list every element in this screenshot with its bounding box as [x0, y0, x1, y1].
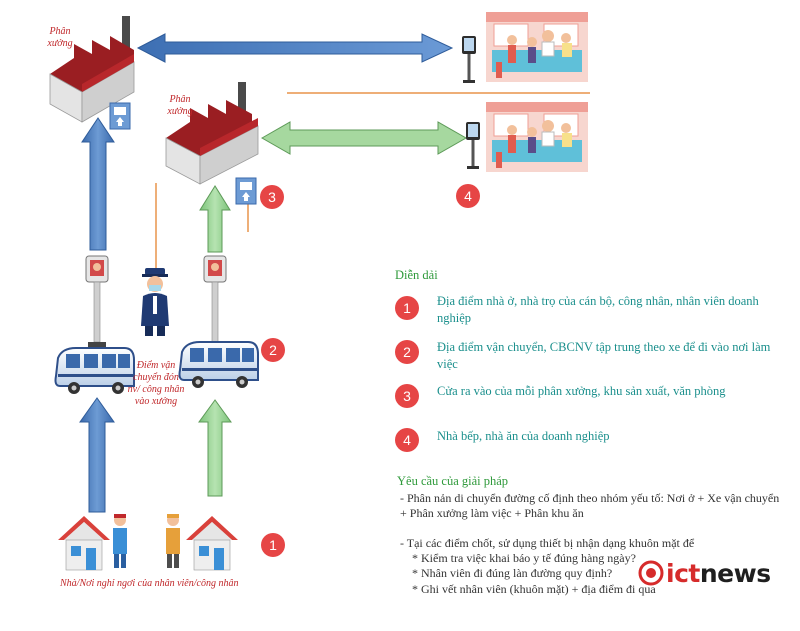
security-guard-icon [141, 268, 169, 336]
double-arrow-blue-top [136, 33, 454, 63]
requirements-title: Yêu cầu của giải pháp [397, 474, 509, 488]
bus-icon [54, 347, 135, 394]
step-badge-3: 3 [260, 185, 284, 209]
factory-icon [49, 16, 135, 123]
legend-badge-3: 3 [395, 384, 419, 408]
legend-item-1-text: Địa điểm nhà ở, nhà trọ của cán bộ, công… [437, 294, 759, 325]
arrow-up-green-lower [198, 399, 232, 497]
ictnews-logo-icon [638, 560, 664, 586]
pickup-point-label: Điểm vận chuyển đón nv/ công nhân vào xư… [127, 360, 185, 407]
requirements-bullet-2: * Nhân viên đi đúng làn đường quy định? [412, 566, 613, 580]
legend-item-3-text: Cửa ra vào của mỗi phân xưởng, khu sản x… [437, 384, 726, 398]
legend-badge-number: 3 [403, 388, 411, 404]
legend-badge-number: 1 [403, 300, 411, 316]
requirements-line-1: - Phân nản di chuyển đường cố định theo … [400, 491, 780, 520]
legend-item-4-text: Nhà bếp, nhà ăn của doanh nghiệp [437, 429, 610, 443]
canteen-illustration [486, 102, 588, 172]
house-icon [186, 516, 238, 571]
logo-part-news: news [699, 558, 771, 588]
legend-badge-1: 1 [395, 296, 419, 320]
canteen-illustration [486, 12, 588, 82]
requirements-line-2: - Tại các điểm chốt, sử dụng thiết bị nh… [400, 536, 695, 550]
requirements-bullet-3: * Ghi vết nhân viên (khuôn mặt) + địa đi… [412, 582, 656, 596]
workshop-label: Phân xưởng [47, 26, 73, 49]
arrow-up-green-upper [199, 185, 231, 253]
requirements-bullet-1: * Kiểm tra việc khai báo y tế đúng hàng … [412, 551, 636, 565]
step-badge-number: 2 [269, 342, 277, 358]
step-badge-1: 1 [261, 533, 285, 557]
workshop-label: Phân xưởng [167, 94, 193, 117]
logo-part-ict: ict [666, 558, 700, 588]
legend-badge-4: 4 [395, 428, 419, 452]
step-badge-2: 2 [261, 338, 285, 362]
home-caption: Nhà/Nơi nghỉ ngơi của nhân viên/công nhâ… [60, 578, 239, 589]
legend-badge-number: 4 [403, 432, 411, 448]
double-arrow-green-middle [260, 121, 468, 155]
face-scanner-kiosk-icon [203, 255, 227, 347]
person-icon [166, 514, 180, 568]
face-scanner-kiosk-icon [462, 36, 476, 83]
house-icon [58, 516, 110, 571]
step-badge-number: 4 [464, 188, 472, 204]
step-badge-number: 1 [269, 537, 277, 553]
arrow-up-blue-lower [79, 397, 115, 513]
factory-icon [165, 82, 259, 185]
legend-title: Diễn dải [395, 268, 438, 282]
person-icon [113, 514, 127, 568]
arrow-up-blue-upper [81, 117, 115, 251]
step-badge-number: 3 [268, 189, 276, 205]
step-badge-4: 4 [456, 184, 480, 208]
face-scanner-kiosk-icon [85, 255, 109, 347]
gate-device-icon [235, 177, 257, 205]
gate-device-icon [109, 102, 131, 130]
bus-icon [178, 341, 259, 388]
ictnews-logo: ictnews [666, 556, 771, 590]
legend-badge-2: 2 [395, 340, 419, 364]
face-scanner-kiosk-icon [466, 122, 480, 169]
legend-item-2-text: Địa điểm vận chuyển, CBCNV tập trung the… [437, 340, 771, 371]
legend-badge-number: 2 [403, 344, 411, 360]
